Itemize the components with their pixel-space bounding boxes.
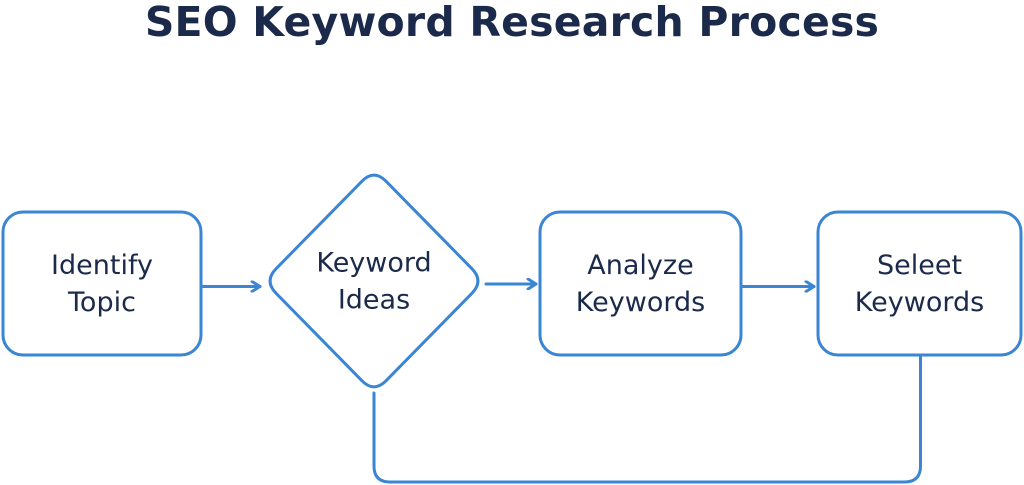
node-box [816,210,1023,357]
node-box [1,210,203,357]
node-box [538,210,743,357]
node-label: Keyword [316,248,431,279]
node-label: Keywords [855,287,984,318]
page-title: SEO Keyword Research Process [144,0,880,46]
node-label: Seleet [877,250,962,281]
node-label: Analyze [587,250,693,281]
connector-select-keywords-to-keyword-ideas [372,353,922,484]
node-label: Topic [67,287,136,318]
node-label: Ideas [338,285,410,316]
node-label: Identify [51,250,153,281]
node-label: Keywords [576,287,705,318]
node-diamond [268,173,480,389]
connectors [201,284,922,484]
